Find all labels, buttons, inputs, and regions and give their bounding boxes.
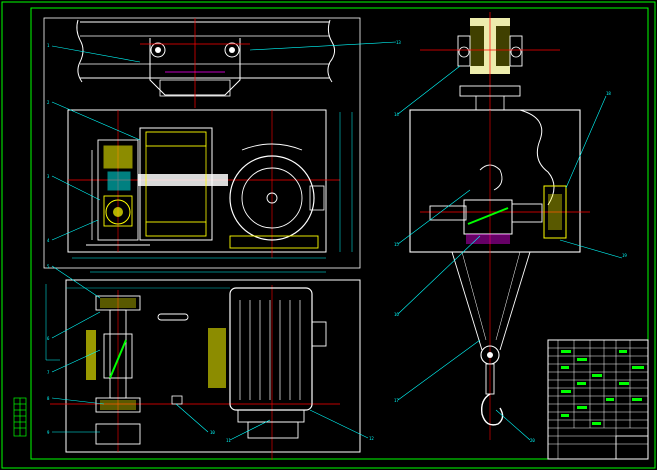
callout-leaders: [51, 41, 623, 441]
callout-label: 14: [394, 112, 399, 117]
callout-label: 8: [47, 396, 50, 401]
callout-label: 11: [226, 438, 231, 443]
top-rail-view: [43, 17, 361, 269]
callout-label: 15: [394, 242, 399, 247]
callout-label: 12: [369, 436, 374, 441]
callout-label: 6: [47, 336, 50, 341]
winch-front-view: [67, 109, 353, 273]
callout-label: 18: [606, 91, 611, 96]
callout-label: 1: [47, 43, 50, 48]
callout-label: 7: [47, 370, 50, 375]
callout-label: 13: [396, 40, 401, 45]
callout-label: 2: [47, 100, 50, 105]
callout-label: 9: [47, 430, 50, 435]
winch-plan-view: [45, 279, 361, 460]
callout-label: 19: [622, 253, 627, 258]
callout-label: 10: [210, 430, 215, 435]
callout-label: 16: [394, 312, 399, 317]
callout-label: 5: [47, 264, 50, 269]
callout-label: 4: [47, 238, 50, 243]
title-block: [547, 339, 649, 460]
hoist-side-view: [409, 12, 590, 440]
left-edge-table: [13, 397, 27, 437]
callout-label: 17: [394, 398, 399, 403]
callout-label: 20: [530, 438, 535, 443]
callout-labels: 1 2 3 4 5 6 7 8 9 10 11 12 13 14 15 16 1…: [47, 40, 627, 443]
callout-label: 3: [47, 174, 50, 179]
